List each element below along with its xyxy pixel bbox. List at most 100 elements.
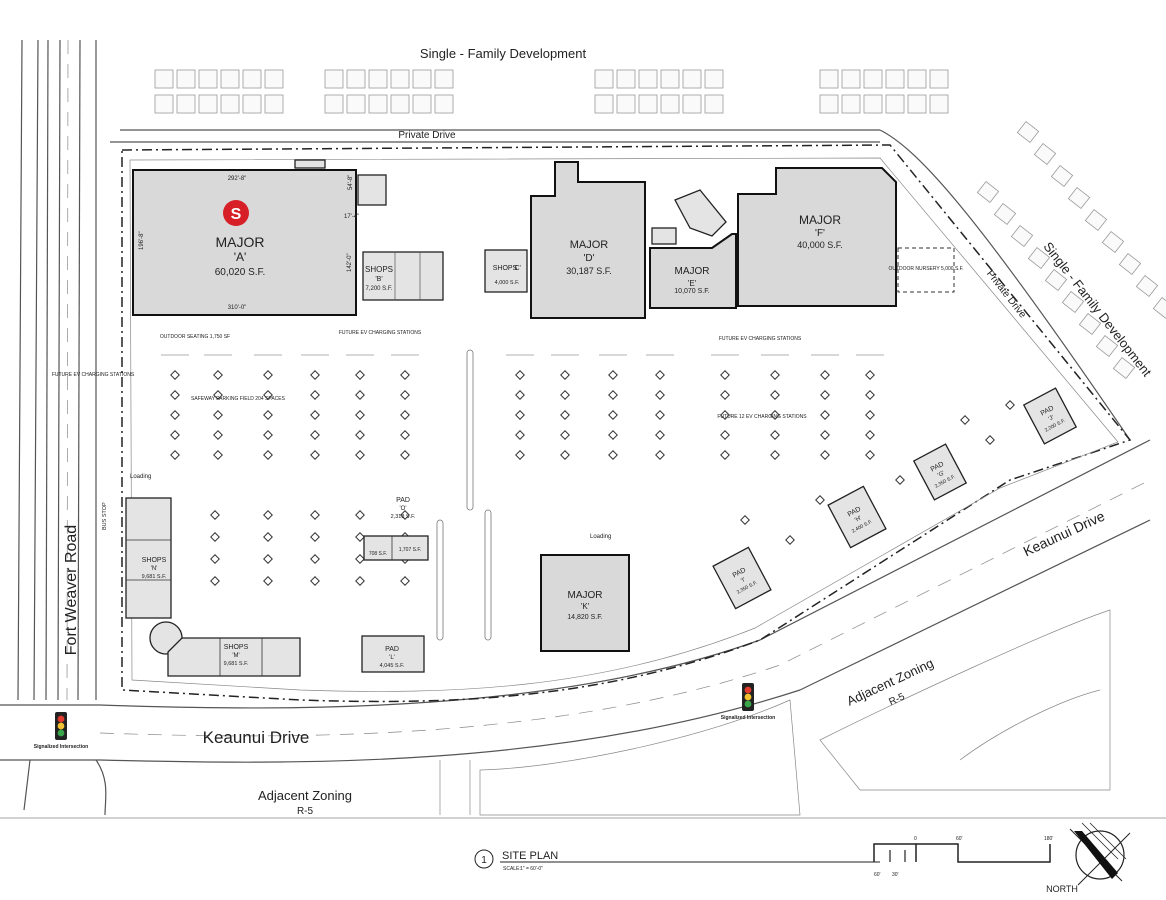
pad-o-line1: PAD	[396, 497, 410, 504]
parking-lamp-icon	[608, 370, 618, 380]
pad-o-sub1: 708 S.F.	[369, 551, 387, 557]
shops-n-building[interactable]: SHOPS 'N' 9,681 S.F.	[125, 497, 172, 619]
site-perimeter-curb	[129, 157, 1119, 692]
house	[993, 202, 1017, 226]
shops-b-building[interactable]: SHOPS 'B' 7,200 S.F.	[362, 251, 444, 301]
house	[929, 94, 949, 114]
parking-lamp-icon	[820, 430, 830, 440]
scale-tick-0: 60'	[874, 872, 881, 878]
parking-lamp-icon	[515, 430, 525, 440]
parking-lamp-icon	[355, 390, 365, 400]
pad-i-building[interactable]: PAD 'I' 2,350 S.F.	[712, 546, 772, 610]
major-e-building[interactable]: MAJOR 'E' 10,070 S.F.	[649, 233, 737, 309]
parking-lamp-icon	[720, 410, 730, 420]
house	[841, 69, 861, 89]
parking-lamp-icon	[263, 554, 273, 564]
dim-left: 196'-8"	[139, 231, 145, 250]
fort-weaver-road-lanes	[0, 39, 107, 816]
future-ev-mid: FUTURE EV CHARGING STATIONS	[339, 330, 422, 336]
house	[907, 69, 927, 89]
house	[638, 69, 658, 89]
pad-l-area: 4,045 S.F.	[380, 663, 405, 669]
bus-stop-label: BUS STOP	[102, 502, 108, 530]
house	[1010, 224, 1034, 248]
shops-b-line1: SHOPS	[365, 265, 393, 274]
major-a-building[interactable]: S MAJOR 'A' 60,020 S.F. 292'-8" 310'-0" …	[132, 169, 359, 316]
pad-l-building[interactable]: PAD 'L' 4,045 S.F.	[361, 635, 425, 673]
house	[638, 94, 658, 114]
future-ev-center: FUTURE 12 EV CHARGING STATIONS	[717, 414, 807, 420]
shops-m-line2: 'M'	[232, 653, 239, 659]
sfd-right-label: Single - Family Development	[1040, 239, 1154, 379]
house	[264, 69, 284, 89]
landscape-island	[436, 519, 444, 641]
house	[1118, 252, 1142, 276]
parking-lamp-icon	[515, 410, 525, 420]
parking-lamp-icon	[865, 410, 875, 420]
pad-g-building[interactable]: PAD 'G' 2,350 S.F.	[912, 443, 968, 501]
house	[390, 69, 410, 89]
house	[907, 94, 927, 114]
house	[412, 69, 432, 89]
parking-lamp-icon	[400, 430, 410, 440]
dim-bottom: 310'-0"	[228, 305, 247, 311]
private-drive-right-edge	[879, 129, 1131, 441]
pad-j-building[interactable]: PAD 'J' 2,200 S.F.	[1022, 387, 1078, 445]
parking-lamp-icon	[263, 450, 273, 460]
parking-lamp-icon	[400, 410, 410, 420]
scale-tick-3: 60'	[956, 836, 963, 842]
house	[704, 94, 724, 114]
parking-lamp-icon	[400, 390, 410, 400]
shops-m-building[interactable]: SHOPS 'M' 9,681 S.F.	[167, 637, 301, 677]
parking-lamp-icon	[355, 554, 365, 564]
site-plan-title: 1 SITE PLAN SCALE: 1" = 60'-0"	[474, 849, 880, 872]
house	[434, 94, 454, 114]
shops-c-area: 4,000 S.F.	[495, 280, 520, 286]
house	[841, 94, 861, 114]
parking-lamp-icon	[865, 450, 875, 460]
parking-lamp-icon	[310, 370, 320, 380]
major-f-building[interactable]: MAJOR 'F' 40,000 S.F.	[737, 167, 897, 307]
house	[616, 94, 636, 114]
parking-lamp-icon	[740, 515, 750, 525]
dim-right: 142'-0"	[347, 253, 353, 272]
house	[1016, 120, 1040, 144]
adjacent-zoning-right-r5: R-5	[887, 691, 907, 708]
major-k-line1: MAJOR	[568, 590, 603, 601]
shops-n-line2: 'N'	[151, 566, 158, 572]
house	[1033, 142, 1057, 166]
parking-lamp-icon	[263, 410, 273, 420]
outdoor-nursery-label: OUTDOOR NURSERY 5,000 S.F.	[888, 266, 963, 272]
house	[976, 180, 1000, 204]
adjacent-zoning-curbs	[479, 609, 1111, 816]
shops-n-line1: SHOPS	[142, 557, 167, 564]
parking-lamp-icon	[400, 510, 410, 520]
parking-lamp-icon	[310, 450, 320, 460]
pad-o-area: 2,318 S.F.	[391, 514, 416, 520]
site-plan-title-text: SITE PLAN	[502, 850, 558, 862]
parking-lamp-icon	[263, 576, 273, 586]
house	[346, 94, 366, 114]
house	[819, 69, 839, 89]
parking-lamp-icon	[770, 430, 780, 440]
pad-h-building[interactable]: PAD 'H' 2,400 S.F.	[827, 485, 887, 549]
house	[1095, 334, 1119, 358]
parking-lamp-icon	[515, 370, 525, 380]
shops-c-building[interactable]: SHOPS 'C' 4,000 S.F.	[484, 249, 528, 293]
major-d-building[interactable]: MAJOR 'D' 30,187 S.F.	[530, 161, 646, 319]
house	[704, 69, 724, 89]
parking-lamp-icon	[210, 576, 220, 586]
house	[1135, 274, 1159, 298]
major-a-line2: 'A'	[234, 250, 247, 264]
house	[412, 94, 432, 114]
house	[368, 69, 388, 89]
parking-lamp-icon	[560, 430, 570, 440]
house	[1101, 230, 1125, 254]
parking-lamp-icon	[1005, 400, 1015, 410]
house	[594, 94, 614, 114]
parking-lamp-icon	[720, 370, 730, 380]
pad-o-building[interactable]: PAD 'O' 2,318 S.F. 708 S.F. 1,707 S.F.	[363, 497, 429, 561]
major-k-building[interactable]: MAJOR 'K' 14,820 S.F.	[540, 554, 630, 652]
house	[1152, 296, 1166, 320]
parking-lamp-icon	[355, 510, 365, 520]
